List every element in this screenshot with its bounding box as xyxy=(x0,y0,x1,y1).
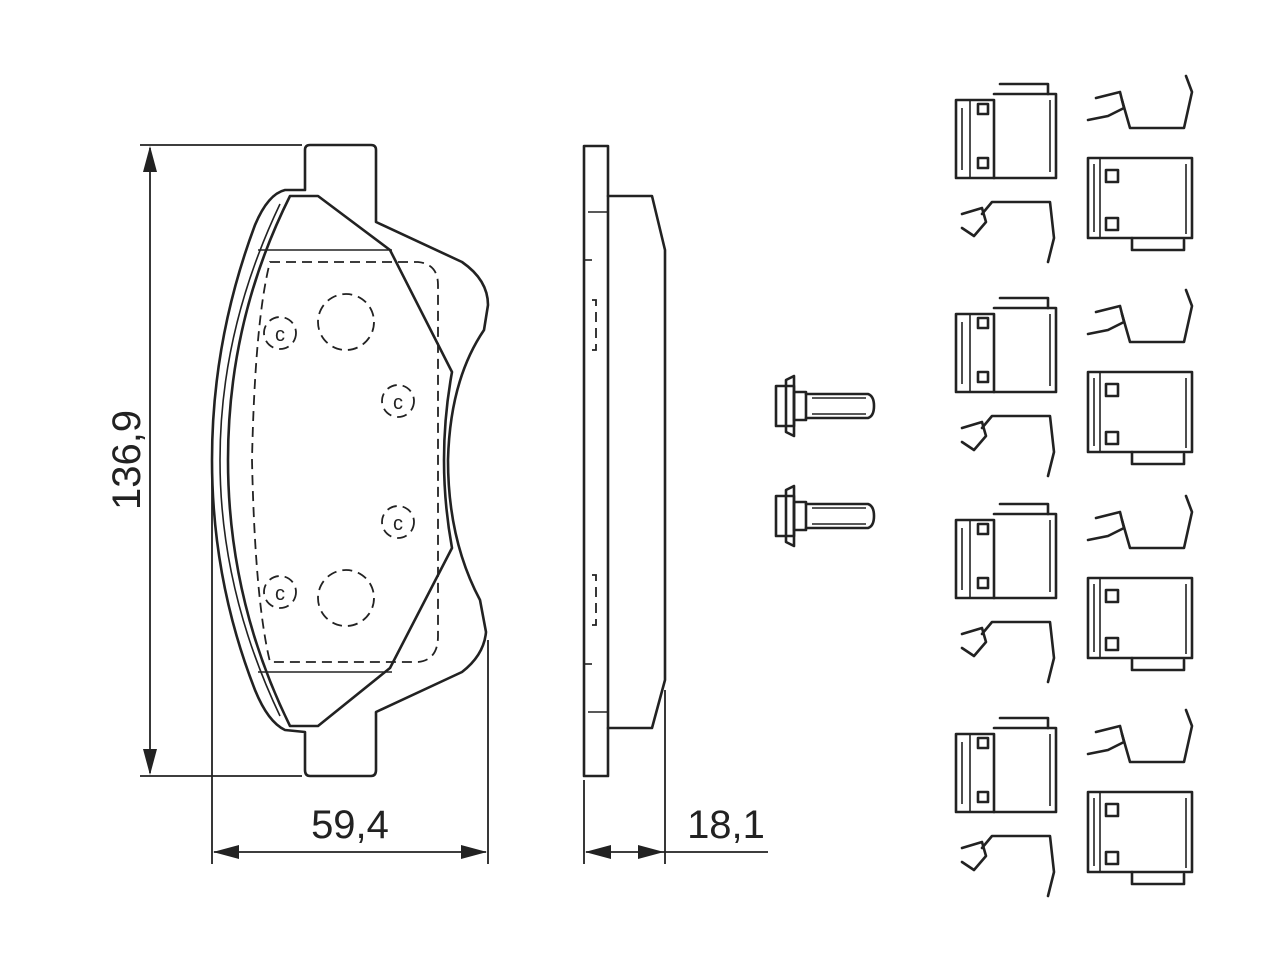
clip-set-4 xyxy=(954,708,1194,898)
thickness-dimension-label: 18,1 xyxy=(687,803,765,847)
bolt-2 xyxy=(774,484,876,548)
wear-indicator-1: c xyxy=(263,316,297,350)
pad-side-view xyxy=(582,144,667,778)
wear-indicator-2: c xyxy=(381,384,415,418)
svg-text:c: c xyxy=(275,324,285,346)
width-dimension: 59,4 xyxy=(211,470,489,864)
hidden-hole-top xyxy=(317,293,375,351)
svg-text:c: c xyxy=(275,583,285,605)
hidden-hole-bottom xyxy=(317,569,375,627)
clip-set-2 xyxy=(954,288,1194,478)
wear-indicator-4: c xyxy=(263,575,297,609)
clip-set-3 xyxy=(954,494,1194,684)
thickness-dimension: 18,1 xyxy=(583,690,768,864)
side-friction-block xyxy=(606,194,667,730)
svg-text:c: c xyxy=(393,513,403,535)
clip-set-1 xyxy=(954,74,1194,264)
side-backing-plate xyxy=(582,144,610,778)
friction-inner-edge xyxy=(219,203,281,717)
wear-indicator-3: c xyxy=(381,505,415,539)
svg-text:c: c xyxy=(393,392,403,414)
friction-material-outline xyxy=(226,194,454,728)
hidden-pocket-outline xyxy=(251,261,439,663)
pad-front-view: c c c c xyxy=(210,143,490,778)
width-dimension-label: 59,4 xyxy=(311,803,389,847)
height-dimension-label: 136,9 xyxy=(105,410,149,510)
bolt-1 xyxy=(774,374,876,438)
height-dimension: 136,9 xyxy=(105,144,302,777)
backing-plate-outline xyxy=(210,143,490,778)
